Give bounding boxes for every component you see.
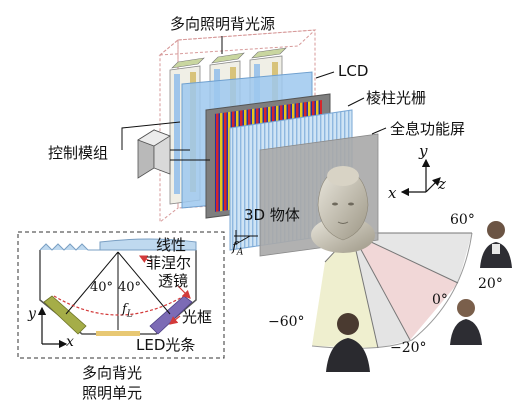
- sector-gray-mid: [352, 233, 410, 348]
- sector-gray: [352, 233, 472, 283]
- inset-box: [17, 231, 225, 359]
- focal-l-label: fL: [122, 302, 133, 320]
- fresnel-label-3: 透镜: [158, 272, 189, 290]
- angle-0: 0°: [432, 292, 448, 308]
- focal-l-letter: f: [122, 302, 127, 317]
- sector-yellow: [312, 233, 378, 348]
- focal-a-marker: [235, 230, 251, 245]
- control-module: [121, 121, 210, 179]
- sector-pink: [352, 233, 458, 340]
- axis-x-main: x: [388, 184, 397, 202]
- prism-grating-label: 棱柱光栅: [366, 89, 427, 107]
- viewer-middle: [450, 299, 482, 345]
- viewing-sectors: [311, 232, 473, 349]
- viewer-right: [480, 221, 512, 268]
- axis-z-main: z: [438, 175, 446, 193]
- main-axes: [400, 158, 441, 197]
- focal-a-sub: A: [236, 247, 244, 258]
- angle-60: 60°: [450, 212, 475, 228]
- focal-a-label: fA: [232, 240, 243, 258]
- axis-y-main: y: [419, 142, 428, 160]
- fresnel-label-1: 线性: [156, 236, 187, 254]
- focus-curve: [53, 295, 185, 316]
- angle-neg60: −60°: [268, 314, 305, 330]
- holographic-screen-label: 全息功能屏: [390, 120, 466, 138]
- buddha-head: [311, 166, 375, 253]
- inset-angle-right: 40°: [118, 280, 142, 295]
- angle-20: 20°: [478, 276, 503, 292]
- lcd-label: LCD: [338, 62, 369, 80]
- light-frame-label: 光框: [182, 308, 213, 326]
- focal-a-letter: f: [232, 240, 237, 255]
- led-strip-right: [149, 295, 193, 335]
- led-strip-left: [43, 295, 87, 335]
- led-strip-label: LED光条: [136, 336, 196, 354]
- inset-angle-left: 40°: [90, 280, 114, 295]
- leader-lines: [221, 36, 387, 237]
- unit-caption-1: 多向背光: [82, 364, 143, 382]
- angle-neg20: −20°: [390, 340, 427, 356]
- fresnel-label-2: 菲涅尔: [146, 254, 192, 272]
- unit-caption-2: 照明单元: [82, 384, 143, 402]
- object-3d-label: 3D 物体: [244, 206, 300, 224]
- axis-y-inset: y: [28, 306, 36, 322]
- control-module-label: 控制模组: [48, 144, 109, 162]
- viewer-left: [326, 313, 370, 372]
- fresnel-lens: [39, 238, 197, 251]
- backlight-source-label: 多向照明背光源: [170, 15, 276, 33]
- axis-x-inset: x: [66, 334, 74, 350]
- focal-l-sub: L: [126, 309, 133, 320]
